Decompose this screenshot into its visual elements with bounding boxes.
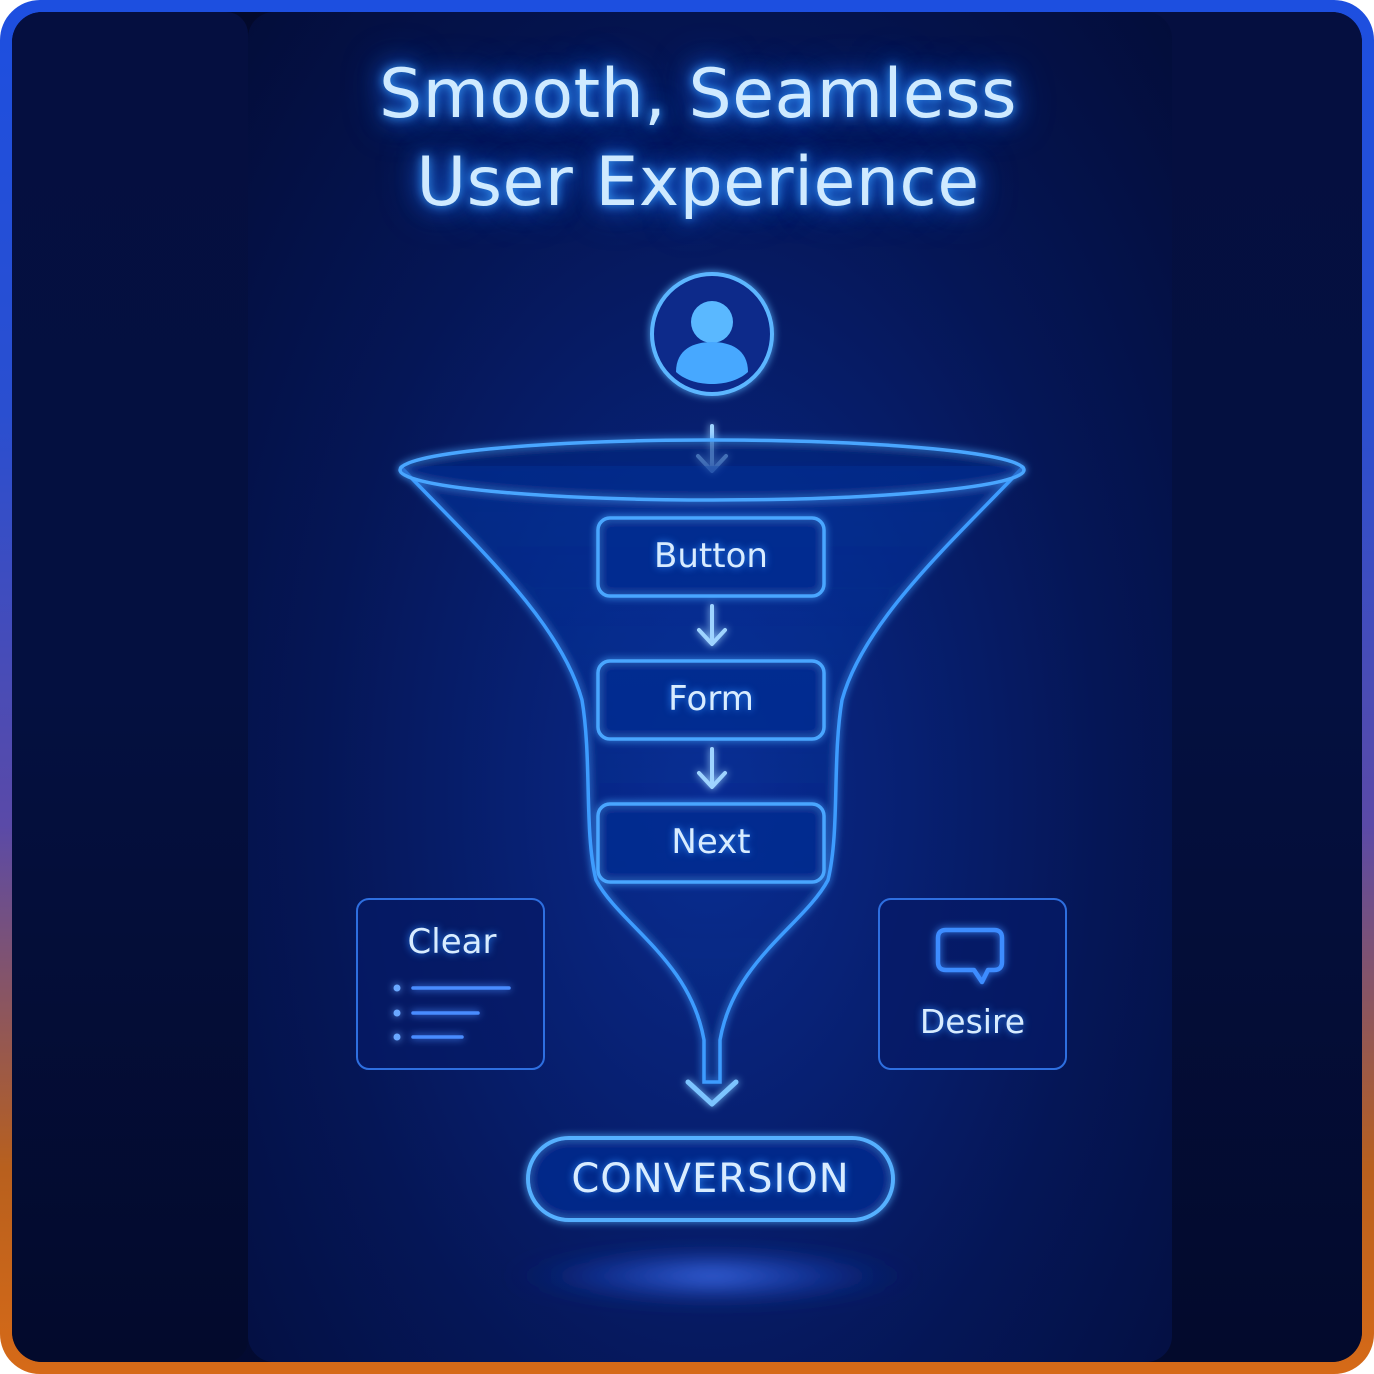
step-label-button: Button [654, 536, 768, 576]
funnel-arrowhead-icon [685, 1079, 739, 1107]
step-box-next[interactable] [596, 802, 826, 884]
user-avatar-icon [650, 272, 774, 396]
conversion-pill[interactable] [526, 1136, 895, 1222]
conversion-label: CONVERSION [571, 1156, 850, 1202]
step-label-next: Next [671, 822, 751, 862]
arrow-down-icon [697, 747, 727, 789]
arrow-down-icon [697, 604, 727, 646]
card-label-desire: Desire [919, 1002, 1026, 1041]
chat-bubble-icon [935, 927, 1005, 985]
step-label-form: Form [668, 679, 754, 719]
step-box-button[interactable] [596, 516, 826, 598]
card-label-clear: Clear [407, 922, 497, 962]
step-box-form[interactable] [596, 659, 826, 741]
card-clear[interactable] [356, 898, 545, 1070]
list-icon [393, 984, 511, 1041]
left-panel [12, 12, 248, 1362]
title-line-2: User Experience [416, 143, 980, 222]
card-desire[interactable] [878, 898, 1067, 1070]
title-line-1: Smooth, Seamless [378, 55, 1018, 134]
